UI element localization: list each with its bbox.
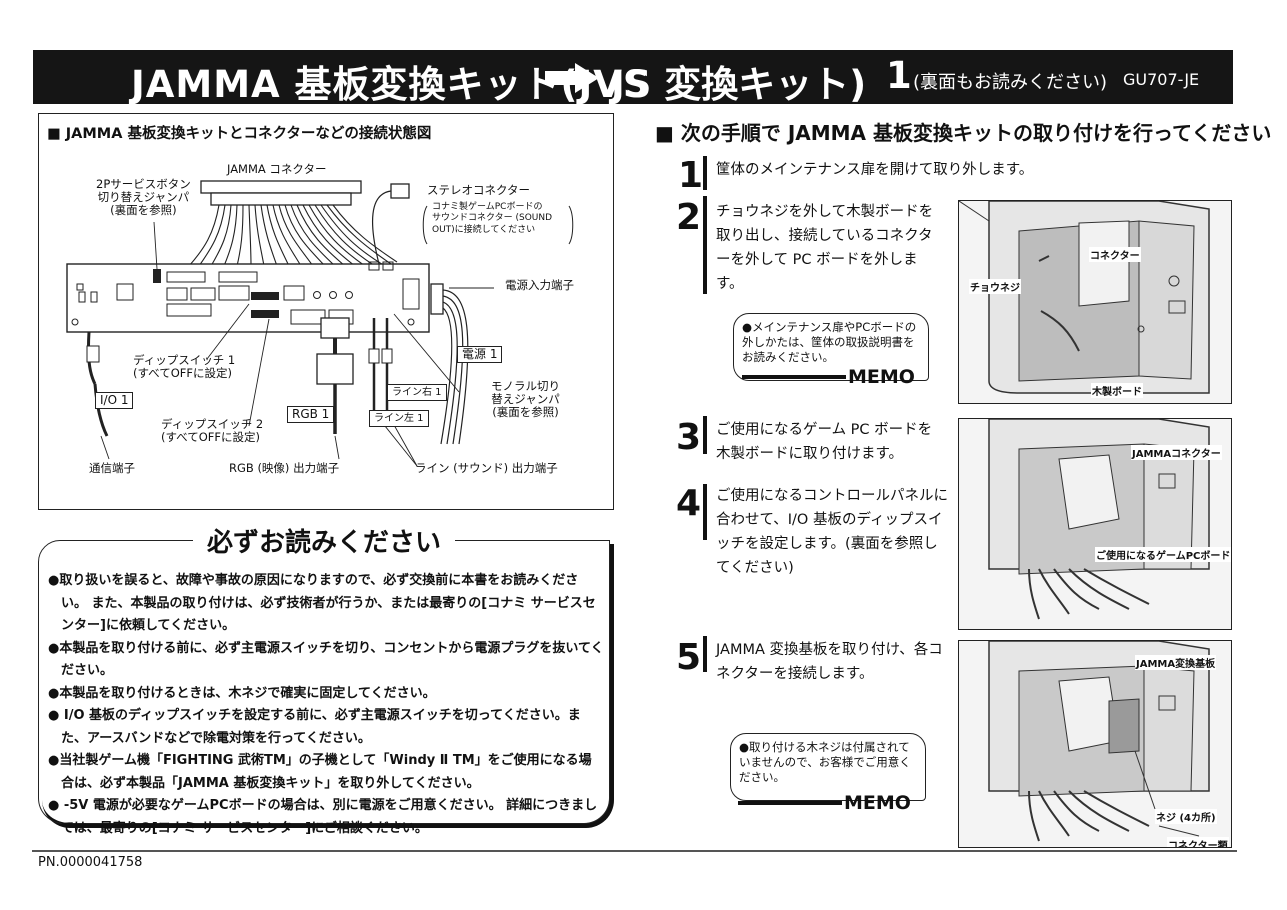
step-3-text: ご使用になるゲーム PC ボードを木製ボードに取り付けます。 [716, 422, 933, 462]
memo-1: ●メインテナンス扉やPCボードの外しかたは、筐体の取扱説明書をお読みください。 [733, 313, 929, 381]
memo-1-label: MEMO [848, 366, 915, 388]
photo-1-board-label: 木製ボード [1091, 383, 1143, 398]
rgb-output-label: RGB (映像) 出力端子 [229, 461, 340, 475]
photo-3-connectors-label: コネクター類 [1167, 837, 1229, 847]
memo-2-text: ●取り付ける木ネジは付属されていませんので、お客様でご用意ください。 [739, 740, 911, 784]
connection-diagram: ■ JAMMA 基板変換キットとコネクターなどの接続状態図 [38, 113, 614, 510]
diagram-drawing [66, 180, 574, 467]
rgb1-tag: RGB 1 [287, 406, 335, 423]
line-left1-tag: ライン左 1 [369, 410, 429, 427]
photo-1-thumbscrew-label: チョウネジ [969, 279, 1021, 294]
step-3-number: 3 [676, 417, 702, 458]
photo-step-5: JAMMA変換基板 ネジ (4カ所) コネクター類 [958, 640, 1232, 848]
diagram-title: ■ JAMMA 基板変換キットとコネクターなどの接続状態図 [47, 126, 432, 142]
stereo-connector-note: コナミ製ゲームPCボードの サウンドコネクター (SOUND OUT)に接続して… [432, 202, 553, 235]
title-part2: JS 変換キット) [611, 63, 867, 106]
page-number: 1 [886, 54, 912, 97]
step-5-number: 5 [676, 637, 702, 678]
memo-2: ●取り付ける木ネジは付属されていませんので、お客様でご用意ください。 [730, 733, 926, 801]
steps-title: ■ 次の手順で JAMMA 基板変換キットの取り付けを行ってください [655, 121, 1272, 145]
photo-3-conv-label: JAMMA変換基板 [1135, 655, 1217, 670]
list-item: -5V 電源が必要なゲームPCボードの場合は、別に電源をご用意ください。 詳細に… [48, 795, 604, 840]
step-3-bar [703, 416, 707, 454]
photo-step-3-4: JAMMAコネクター ご使用になるゲームPCボード [958, 418, 1232, 630]
power-input-label: 電源入力端子 [505, 278, 574, 292]
notice-box: 必ずお読みください 取り扱いを誤ると、故障や事故の原因になりますので、必ず交換前… [38, 522, 614, 836]
line-right1-tag: ライン右 1 [387, 384, 447, 401]
mono-jumper-label: モノラル切り 替えジャンパ (裏面を参照) [491, 379, 560, 420]
step-4-bar [703, 484, 707, 540]
bottom-divider [32, 850, 1237, 852]
document-code: GU707-JE [1123, 70, 1200, 89]
part-number: PN.0000041758 [38, 855, 143, 870]
power1-tag: 電源 1 [457, 346, 503, 363]
list-item: 当社製ゲーム機「FIGHTING 武術TM」の子機として「Windy Ⅱ TM」… [48, 750, 604, 795]
step-1-text: 筐体のメインテナンス扉を開けて取り外します。 [716, 162, 1034, 178]
photo-2-jamma-label: JAMMAコネクター [1131, 445, 1222, 460]
dip-switch-2-label: ディップスイッチ 2 (すべてOFFに設定) [161, 417, 264, 445]
list-item: 本製品を取り付けるときは、木ネジで確実に固定してください。 [48, 683, 604, 706]
jamma-connector-label: JAMMA コネクター [227, 162, 327, 176]
step-2-number: 2 [676, 197, 702, 238]
title-banner: JAMMA 基板変換キット(JVS JS 変換キット) 1 (裏面もお読みくださ… [33, 50, 1233, 106]
memo-1-text: ●メインテナンス扉やPCボードの外しかたは、筐体の取扱説明書をお読みください。 [742, 320, 917, 364]
stereo-connector-label: ステレオコネクター [427, 183, 531, 197]
step-4-number: 4 [676, 483, 702, 524]
photo-step-2: コネクター チョウネジ 木製ボード [958, 200, 1232, 404]
dip-switch-1-label: ディップスイッチ 1 (すべてOFFに設定) [133, 353, 236, 381]
step-4-text: ご使用になるコントロールパネルに合わせて、I/O 基板のディップスイッチを設定し… [716, 488, 948, 576]
memo-2-label: MEMO [844, 792, 911, 814]
step-1-number: 1 [678, 155, 704, 196]
step-1-bar [703, 156, 707, 190]
list-item: 本製品を取り付ける前に、必ず主電源スイッチを切り、コンセントから電源プラグを抜い… [48, 638, 604, 683]
notice-list: 取り扱いを誤ると、故障や事故の原因になりますので、必ず交換前に本書をお読みくださ… [48, 570, 604, 840]
line-output-label: ライン (サウンド) 出力端子 [415, 461, 558, 475]
list-item: I/O 基板のディップスイッチを設定する前に、必ず主電源スイッチを切ってください… [48, 705, 604, 750]
service-button-label: 2Pサービスボタン 切り替えジャンパ (裏面を参照) [96, 177, 191, 218]
photo-2-pcboard-label: ご使用になるゲームPCボード [1095, 547, 1231, 562]
photo-3-screws-label: ネジ (4カ所) [1155, 809, 1217, 824]
step-2-bar [703, 196, 707, 294]
header-note: (裏面もお読みください) [913, 72, 1108, 93]
step-5-bar [703, 636, 707, 672]
notice-title: 必ずお読みください [193, 522, 456, 559]
arrow-right-icon [545, 63, 599, 93]
step-5-text: JAMMA 変換基板を取り付け、各コネクターを接続します。 [716, 642, 943, 682]
io1-tag: I/O 1 [95, 392, 134, 409]
photo-1-connector-label: コネクター [1089, 247, 1141, 262]
step-2-text: チョウネジを外して木製ボードを取り出し、接続しているコネクターを外して PC ボ… [716, 204, 934, 292]
comm-port-label: 通信端子 [89, 461, 135, 475]
list-item: 取り扱いを誤ると、故障や事故の原因になりますので、必ず交換前に本書をお読みくださ… [48, 570, 604, 638]
